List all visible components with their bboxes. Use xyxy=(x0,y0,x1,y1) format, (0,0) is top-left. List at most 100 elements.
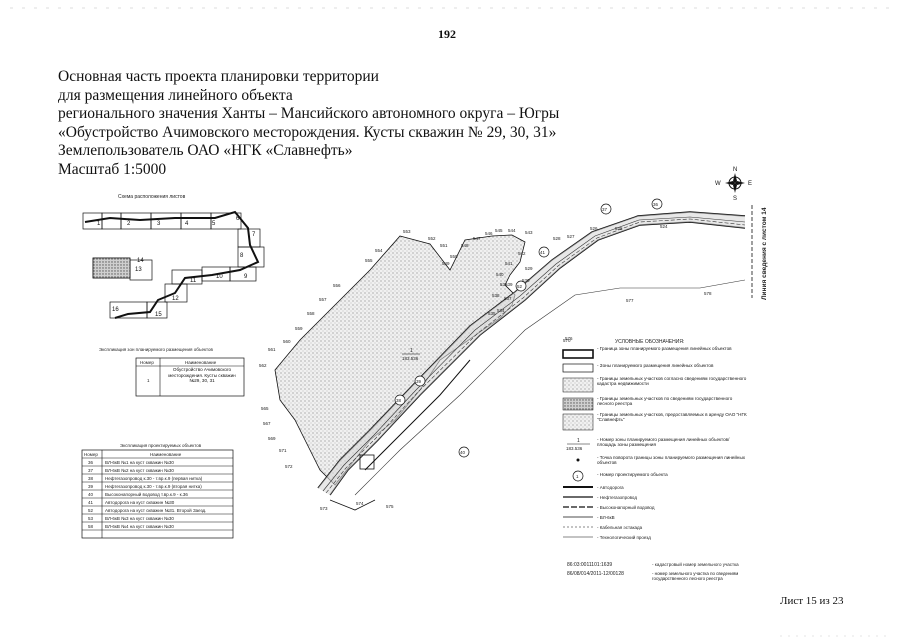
point-label: 569 xyxy=(268,436,276,441)
sheet-14: 14 xyxy=(137,258,144,264)
marker-label: 52 xyxy=(517,284,523,289)
point-label: 558 xyxy=(307,311,315,316)
sheet-13: 13 xyxy=(135,267,142,273)
object-marker: 36 xyxy=(651,198,663,210)
obj-num: 53 xyxy=(88,516,94,521)
sheet-4: 4 xyxy=(185,221,189,227)
point-label: 538 xyxy=(492,293,500,298)
objects-table-title: Экспликация проектируемых объектов xyxy=(120,443,202,448)
point-label: 552 xyxy=(428,236,436,241)
object-marker: 38 xyxy=(394,394,406,406)
sheet-6: 6 xyxy=(236,216,240,222)
compass-s: S xyxy=(733,196,737,202)
page-number: 192 xyxy=(438,27,456,41)
sheet-2: 2 xyxy=(127,221,131,227)
marker-label: 37 xyxy=(602,207,608,212)
point-label: 556 xyxy=(333,283,341,288)
point-label: 540 xyxy=(496,272,504,277)
point-label: 559 xyxy=(295,326,303,331)
object-marker: 39 xyxy=(414,375,426,387)
table-row: 41 Автодорога на куст скважин №30 xyxy=(88,500,175,505)
legend-item: - Номер проектируемого объекта xyxy=(597,472,668,477)
point-label: 539 xyxy=(505,282,513,287)
zones-row-name: Обустройство Ачимовского месторождения. … xyxy=(168,367,236,384)
point-label: 573 xyxy=(320,506,328,511)
point-label: 554 xyxy=(375,248,383,253)
table-row: 58 ВЛ-6кВ №4 на куст скважин №30 xyxy=(88,524,174,529)
point-label: 578 xyxy=(704,291,712,296)
point-label: 561 xyxy=(268,347,276,352)
table-row: 36 ВЛ-6кВ №1 на куст скважин №30 xyxy=(88,460,174,465)
side-label: Линия сведения с листом 14 xyxy=(761,207,768,300)
sheet-12: 12 xyxy=(172,296,179,302)
marker-label: 36 xyxy=(653,202,659,207)
point-label: 575 xyxy=(386,504,394,509)
point-label: 543 xyxy=(525,230,533,235)
point-label: 530 xyxy=(522,278,530,283)
document-title: Основная часть проекта планировки террит… xyxy=(58,68,598,179)
obj-num: 52 xyxy=(88,508,94,513)
legend-item: - Кабельная эстакада xyxy=(597,525,643,530)
point-label: 546 xyxy=(485,231,493,236)
legend-item: - Технологический проезд xyxy=(597,534,651,540)
point-label: 542 xyxy=(518,251,526,256)
objects-header-num: Номер xyxy=(84,452,98,457)
point-label: 574 xyxy=(356,501,364,506)
zone-area-value: 183.536 xyxy=(402,356,419,361)
legend-item: - Границы земельных участков по сведения… xyxy=(597,396,733,407)
point-label: 527 xyxy=(567,234,575,239)
table-row: 37 ВЛ-6кВ №2 на куст скважин №30 xyxy=(88,468,174,473)
table-row: 52 Автодорога на куст скважин №31. Второ… xyxy=(88,507,206,513)
point-label: 544 xyxy=(508,228,516,233)
obj-name: ВЛ-6кВ №2 на куст скважин №30 xyxy=(105,468,174,473)
marker-label: 39 xyxy=(416,379,422,384)
point-label: 529 xyxy=(525,266,533,271)
zones-header-name: Наименование xyxy=(185,360,217,365)
title-line: Основная часть проекта планировки террит… xyxy=(58,68,379,85)
table-row: 38 Нефтегазопровод к.30 - т.вр.к.9 (перв… xyxy=(88,476,203,481)
object-marker: 41 xyxy=(538,246,550,258)
obj-num: 58 xyxy=(88,524,94,529)
sheet-10: 10 xyxy=(216,274,223,280)
point-label: 549 xyxy=(442,261,450,266)
obj-name: ВЛ-6кВ №4 на куст скважин №30 xyxy=(105,524,174,529)
point-label: 572 xyxy=(285,464,293,469)
point-label: 570 xyxy=(563,338,571,343)
sheet-11: 11 xyxy=(190,278,197,284)
title-line: регионального значения Ханты – Мансийско… xyxy=(58,105,560,122)
sheet-16: 16 xyxy=(112,307,119,313)
marker-label: 41 xyxy=(540,250,546,255)
sheet-15: 15 xyxy=(155,312,162,318)
point-label: 550 xyxy=(450,254,458,259)
compass-rose-icon: N S W E xyxy=(715,167,752,202)
legend-item: - Зоны планируемого размещения линейных … xyxy=(597,363,714,368)
cadastral-code: 86/08/014/2011-12/00128 xyxy=(567,571,624,577)
zones-table-title: Экспликация зон планируемого размещения … xyxy=(99,347,214,352)
point-label: 537 xyxy=(504,296,512,301)
legend-item: - Нефтегазопровод xyxy=(597,495,637,500)
index-map-title: Схема расположения листов xyxy=(118,194,186,200)
legend-item: - Точка поворота границы зоны планируемо… xyxy=(597,455,746,466)
planning-zone-map: 1 183.536 37 36 41 40 39 38 5 xyxy=(259,198,768,511)
point-label: 560 xyxy=(283,339,291,344)
table-row: 39 Нефтегазопровод к.30 - т.вр.к.9 (втор… xyxy=(88,484,202,489)
point-label: 565 xyxy=(261,406,269,411)
obj-name: Автодорога на куст скважин №30 xyxy=(105,500,175,505)
marker-label: 38 xyxy=(396,398,402,403)
obj-name: Высоконапорный водовод т.вр.к.9 - к.36 xyxy=(105,491,188,497)
zone-num: 1 xyxy=(410,348,413,354)
point-label: 548 xyxy=(461,243,469,248)
compass-w: W xyxy=(715,181,721,187)
legend-zone-num: 1 xyxy=(577,438,580,444)
sheet-1: 1 xyxy=(97,221,101,227)
point-label: 571 xyxy=(279,448,287,453)
point-label: 535 xyxy=(488,311,496,316)
legend-zone-area: 183.536 xyxy=(566,446,583,451)
point-label: 562 xyxy=(259,363,267,368)
legend-marker-num: 1 xyxy=(576,474,579,479)
point-label: 534 xyxy=(497,308,505,313)
cadastral-desc: - кадастровый номер земельного участка xyxy=(652,561,739,567)
point-label: 557 xyxy=(319,297,327,302)
cadastral-code: 86:03:0011101:1639 xyxy=(567,562,612,568)
point-label: 577 xyxy=(626,298,634,303)
